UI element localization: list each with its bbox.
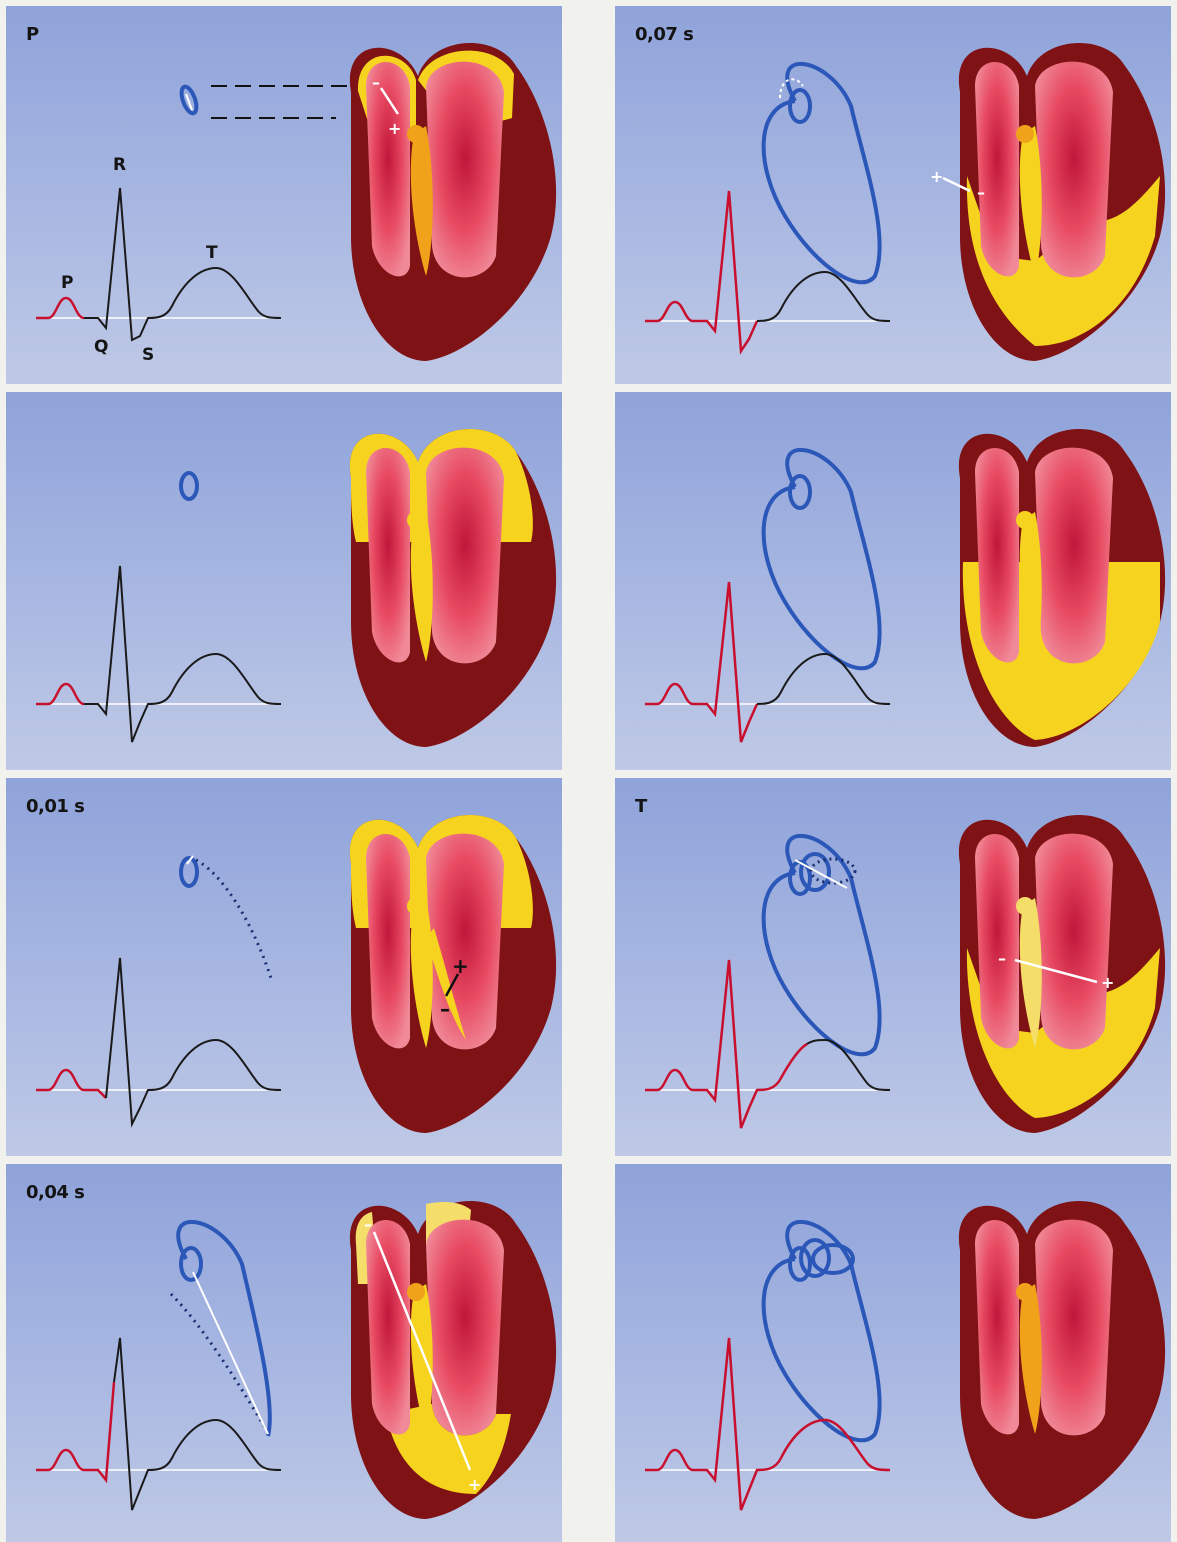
ecg-trace <box>36 188 281 340</box>
plus-sign: + <box>468 1475 481 1494</box>
t-wave-label: T <box>206 243 218 263</box>
panel-0-07s: + – 0,07 s <box>615 6 1171 384</box>
panel-row2-right <box>615 392 1171 770</box>
panel-row2-left <box>6 392 562 770</box>
panel-t-wave: – + T <box>615 778 1171 1156</box>
heart-diagram <box>350 43 556 361</box>
vector-loop <box>764 836 880 1054</box>
vector-loop <box>181 856 271 978</box>
heart-diagram <box>350 429 556 747</box>
minus-sign: – <box>977 183 985 202</box>
ecg-trace <box>36 958 281 1124</box>
panel-label: P <box>26 24 39 45</box>
panel-row4-right <box>615 1164 1171 1542</box>
plus-sign: + <box>930 167 943 186</box>
panel-label: T <box>635 796 647 817</box>
minus-sign: – <box>440 997 450 1021</box>
panel-label: 0,01 s <box>26 796 84 817</box>
ecg-trace <box>645 960 890 1128</box>
p-wave-label: P <box>61 273 73 293</box>
minus-sign: – <box>364 1215 372 1234</box>
vector-loop <box>181 473 197 499</box>
panel-label: 0,04 s <box>26 1182 84 1203</box>
ecg-trace <box>36 566 281 742</box>
vector-loop <box>764 64 880 282</box>
minus-sign: – <box>998 949 1006 968</box>
panel-label: 0,07 s <box>635 24 693 45</box>
vector-loop <box>764 1222 880 1440</box>
ecg-trace <box>645 1338 890 1510</box>
vector-loop <box>179 85 358 118</box>
heart-diagram <box>959 1201 1165 1519</box>
plus-sign: + <box>1101 973 1114 992</box>
panel-0-04s: – + 0,04 s <box>6 1164 562 1542</box>
minus-sign: – <box>372 73 380 92</box>
panel-p-wave: – + P Q R S T P <box>6 6 562 384</box>
heart-diagram <box>959 429 1165 747</box>
panel-0-01s: + – 0,01 s <box>6 778 562 1156</box>
s-wave-label: S <box>142 345 154 365</box>
heart-diagram <box>959 815 1165 1133</box>
heart-diagram <box>959 43 1165 361</box>
ecg-trace <box>645 191 890 351</box>
vector-loop <box>171 1222 270 1436</box>
r-wave-label: R <box>113 155 126 175</box>
plus-sign: + <box>388 119 401 138</box>
plus-sign: + <box>452 954 469 978</box>
vector-loop <box>764 450 880 668</box>
ecg-trace <box>36 1338 281 1510</box>
q-wave-label: Q <box>94 337 108 357</box>
ecg-trace <box>645 582 890 742</box>
